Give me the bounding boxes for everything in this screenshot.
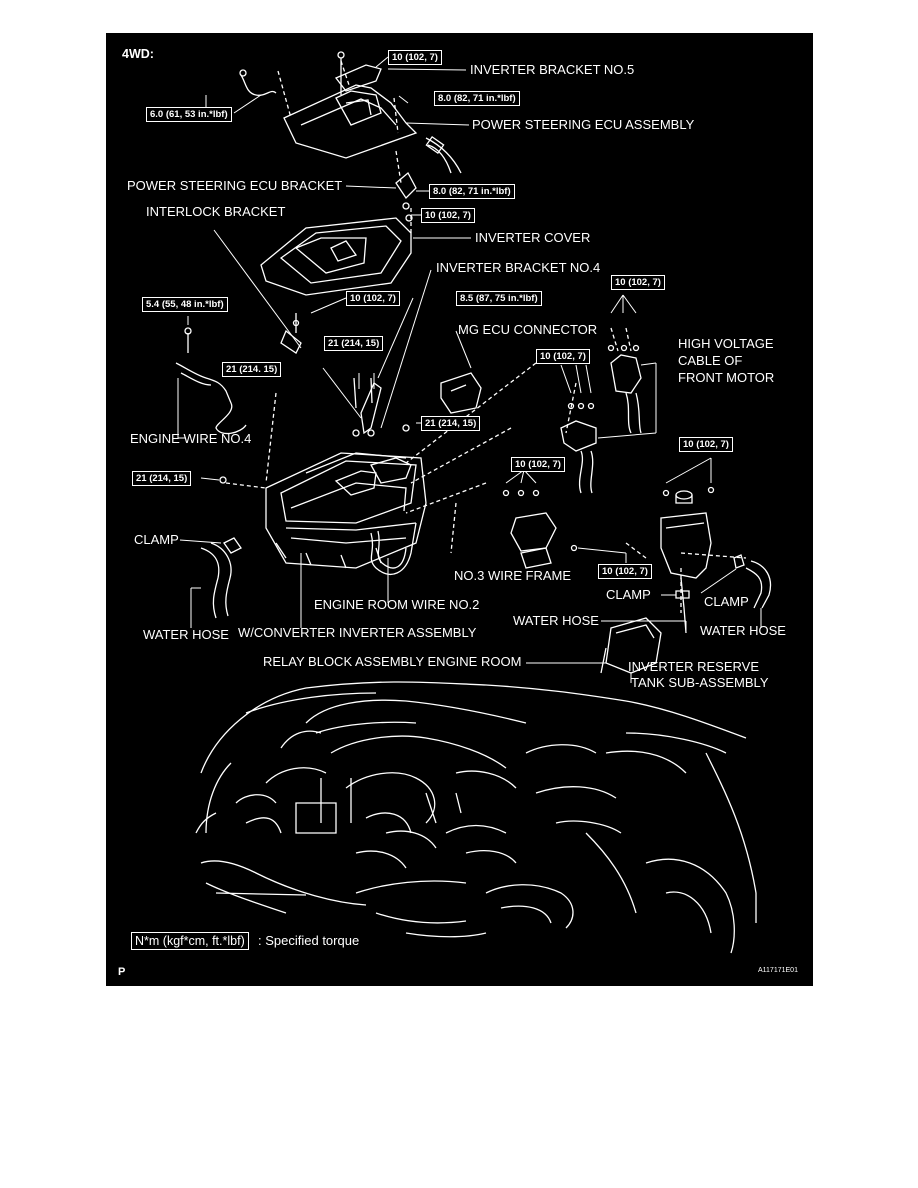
label-reserve-tank-line2: TANK SUB-ASSEMBLY [631, 675, 769, 690]
label-power-steering-ecu-bracket: POWER STEERING ECU BRACKET [127, 178, 343, 193]
label-power-steering-ecu-assembly: POWER STEERING ECU ASSEMBLY [472, 117, 695, 132]
torque-spec: 21 (214, 15) [421, 416, 481, 431]
figure-code: A117171E01 [758, 967, 798, 974]
engine-bay-drawing [195, 681, 757, 954]
diagram-artwork [175, 51, 772, 954]
label-water-hose-mid: WATER HOSE [513, 613, 599, 628]
label-inverter-bracket-no4: INVERTER BRACKET NO.4 [436, 260, 601, 275]
legend-torque-unit: N*m (kgf*cm, ft.*lbf) [131, 932, 249, 950]
legend-text: : Specified torque [258, 933, 360, 948]
label-mg-ecu-connector: MG ECU CONNECTOR [458, 322, 598, 337]
torque-spec: 8.0 (82, 71 in.*lbf) [429, 184, 515, 199]
torque-spec: 10 (102, 7) [511, 457, 565, 472]
torque-spec: 10 (102, 7) [346, 291, 400, 306]
torque-spec: 10 (102, 7) [679, 437, 733, 452]
label-clamp-right: CLAMP [704, 594, 749, 609]
torque-spec: 8.0 (82, 71 in.*lbf) [434, 91, 520, 106]
label-engine-wire-no4: ENGINE WIRE NO.4 [130, 431, 252, 446]
label-clamp-mid: CLAMP [606, 587, 651, 602]
label-water-hose-left: WATER HOSE [143, 627, 229, 642]
torque-spec: 10 (102, 7) [388, 50, 442, 65]
torque-spec: 21 (214. 15) [222, 362, 282, 377]
label-interlock-bracket: INTERLOCK BRACKET [146, 204, 286, 219]
reserve-tank-drawing [660, 486, 715, 634]
corner-letter: P [118, 966, 126, 978]
label-converter-inverter-assembly: W/CONVERTER INVERTER ASSEMBLY [238, 625, 477, 640]
torque-spec: 10 (102, 7) [421, 208, 475, 223]
converter-inverter-drawing [265, 452, 427, 569]
label-hv-cable-line2: CABLE OF [678, 353, 743, 368]
label-reserve-tank-line1: INVERTER RESERVE [628, 659, 760, 674]
torque-spec: 8.5 (87, 75 in.*lbf) [456, 291, 542, 306]
label-clamp-left: CLAMP [134, 532, 179, 547]
torque-spec: 5.4 (55, 48 in.*lbf) [142, 297, 228, 312]
inverter-cover-drawing [260, 217, 412, 296]
label-water-hose-right: WATER HOSE [700, 623, 786, 638]
label-inverter-cover: INVERTER COVER [475, 230, 591, 245]
torque-spec: 21 (214, 15) [132, 471, 192, 486]
torque-spec: 21 (214, 15) [324, 336, 384, 351]
torque-spec: 10 (102, 7) [611, 275, 665, 290]
torque-spec: 10 (102, 7) [536, 349, 590, 364]
label-no3-wire-frame: NO.3 WIRE FRAME [454, 568, 572, 583]
exploded-diagram: 4WD: 10 (102, 7) 6.0 (61, 53 in.*lbf) 8.… [106, 33, 813, 986]
torque-spec: 10 (102, 7) [598, 564, 652, 579]
label-hv-cable-line1: HIGH VOLTAGE [678, 336, 774, 351]
diagram-heading: 4WD: [122, 47, 154, 61]
label-engine-room-wire-no2: ENGINE ROOM WIRE NO.2 [314, 597, 480, 612]
label-relay-block-assembly: RELAY BLOCK ASSEMBLY ENGINE ROOM [263, 654, 522, 669]
torque-spec: 6.0 (61, 53 in.*lbf) [146, 107, 232, 122]
label-inverter-bracket-no5: INVERTER BRACKET NO.5 [470, 62, 635, 77]
label-hv-cable-line3: FRONT MOTOR [678, 370, 775, 385]
